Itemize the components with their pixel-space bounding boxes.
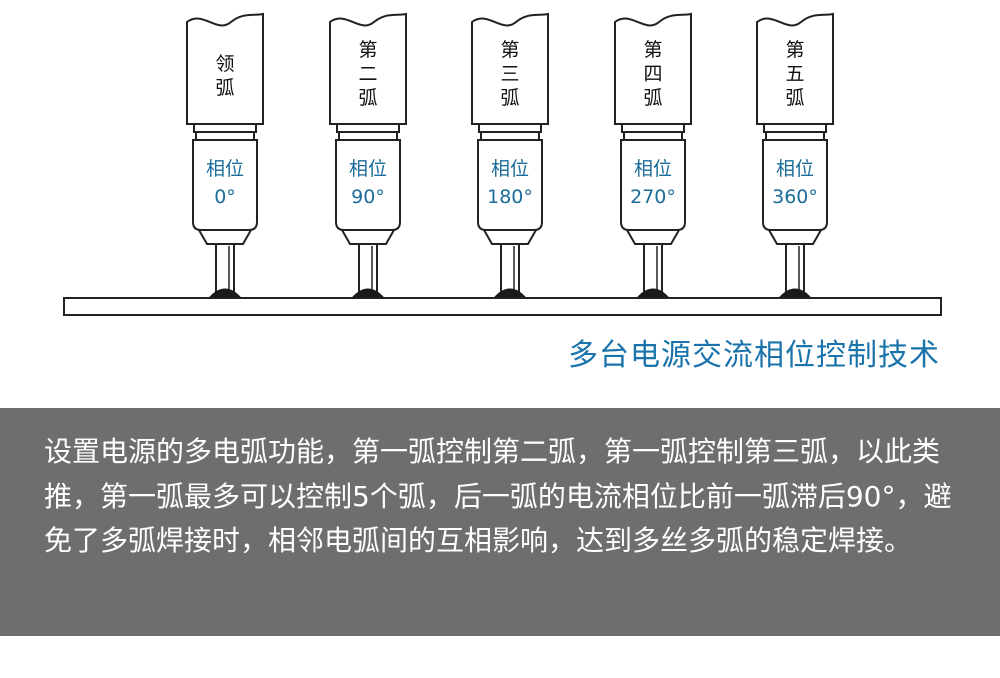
torch-name-char: 领	[215, 53, 234, 75]
phase-sleeve	[335, 139, 401, 231]
description-text: 设置电源的多电弧功能，第一弧控制第二弧，第一弧控制第三弧，以此类推，第一弧最多可…	[44, 435, 952, 557]
torch-name-char: 第	[500, 39, 519, 61]
contact-tip	[358, 243, 378, 295]
torch-collar-lower	[623, 131, 683, 141]
torch-name-char: 弧	[785, 87, 804, 109]
welding-torches-diagram: 领弧相位0°第二弧相位90°第三弧相位180°第四弧相位270°第五弧相位360…	[63, 12, 942, 316]
phase-sleeve	[477, 139, 543, 231]
torch-collar	[478, 123, 542, 133]
nozzle-taper	[625, 229, 681, 245]
torch-body	[471, 12, 549, 125]
contact-tip	[785, 243, 805, 295]
phase-sleeve	[192, 139, 258, 231]
phase-sleeve	[762, 139, 828, 231]
nozzle-taper	[482, 229, 538, 245]
contact-tip	[643, 243, 663, 295]
phase-label: 相位	[776, 158, 814, 180]
phase-value: 180°	[487, 186, 533, 208]
torch-collar-lower	[338, 131, 398, 141]
phase-value: 360°	[772, 186, 818, 208]
torch-name-char: 第	[785, 39, 804, 61]
weld-bead	[777, 288, 813, 299]
contact-tip	[500, 243, 520, 295]
torch-collar	[763, 123, 827, 133]
phase-sleeve	[620, 139, 686, 231]
torch-name-char: 第	[643, 39, 662, 61]
torch-name-char: 四	[643, 63, 662, 85]
phase-label: 相位	[634, 158, 672, 180]
torch-name-char: 弧	[358, 87, 377, 109]
torch-name-char: 弧	[215, 77, 234, 99]
torch-name-char: 弧	[500, 87, 519, 109]
torch-name-char: 五	[785, 63, 804, 85]
nozzle-taper	[767, 229, 823, 245]
weld-bead	[492, 288, 528, 299]
torch-body	[329, 12, 407, 125]
torch-name-char: 弧	[643, 87, 662, 109]
weld-bead	[207, 288, 243, 299]
phase-label: 相位	[349, 158, 387, 180]
torch-collar-lower	[480, 131, 540, 141]
torch-collar	[193, 123, 257, 133]
torch-name-char: 二	[358, 63, 377, 85]
weld-bead	[350, 288, 386, 299]
torch-collar	[336, 123, 400, 133]
torch-name-char: 第	[358, 39, 377, 61]
torch-body	[614, 12, 692, 125]
phase-value: 270°	[630, 186, 676, 208]
phase-label: 相位	[491, 158, 529, 180]
torch-body	[756, 12, 834, 125]
torch-collar-lower	[195, 131, 255, 141]
phase-value: 0°	[214, 186, 236, 208]
phase-value: 90°	[351, 186, 385, 208]
contact-tip	[215, 243, 235, 295]
nozzle-taper	[340, 229, 396, 245]
torch-name-char: 三	[500, 63, 519, 85]
diagram-caption: 多台电源交流相位控制技术	[568, 338, 940, 373]
nozzle-taper	[197, 229, 253, 245]
phase-label: 相位	[206, 158, 244, 180]
torch-collar-lower	[765, 131, 825, 141]
torch-body	[186, 12, 264, 125]
base-plate	[63, 297, 942, 316]
description-panel: 设置电源的多电弧功能，第一弧控制第二弧，第一弧控制第三弧，以此类推，第一弧最多可…	[0, 408, 1000, 636]
weld-bead	[635, 288, 671, 299]
torch-collar	[621, 123, 685, 133]
